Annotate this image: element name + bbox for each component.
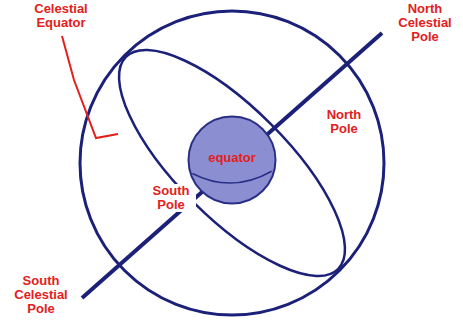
pole-label: South Celestial Pole [4,274,78,316]
celestial-equator-ellipse [87,18,377,308]
pole-label: Celestial Equator [20,2,102,30]
pole-label: North Celestial Pole [388,2,462,44]
earth-globe: equator [187,115,277,205]
rotation-axis [82,33,382,298]
celestial-sphere-outline [80,11,384,315]
earth-equator-line [192,171,271,183]
globe-label: equator [187,151,277,165]
leader-line [62,36,118,138]
pole-label: North Pole [318,108,370,136]
pole-label: South Pole [146,184,196,212]
